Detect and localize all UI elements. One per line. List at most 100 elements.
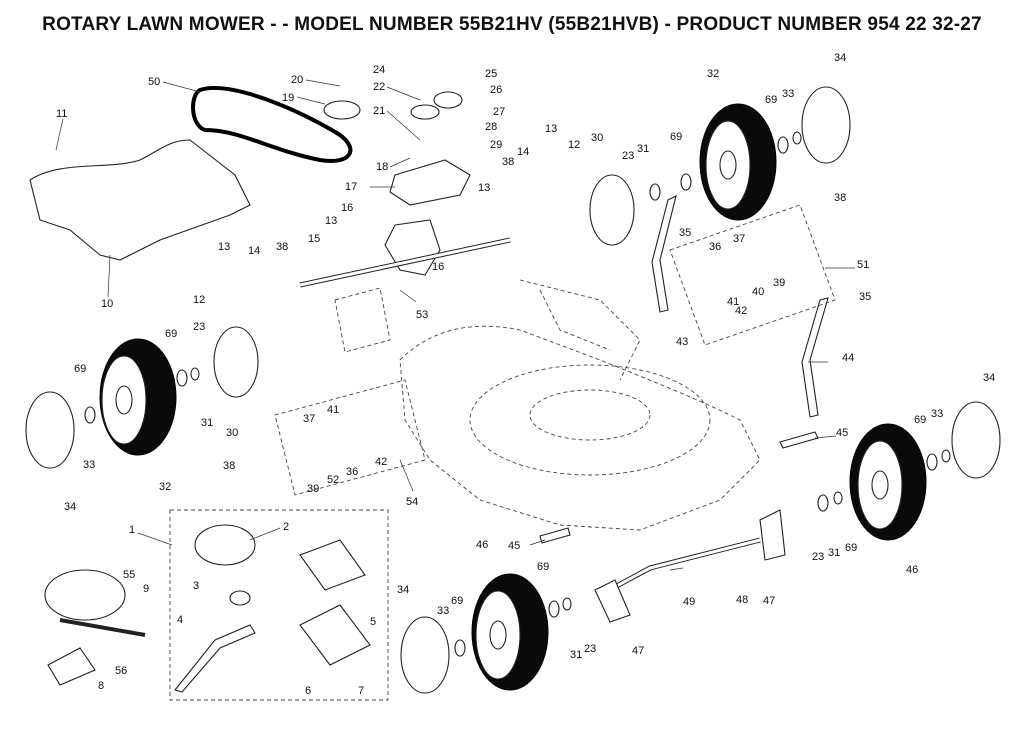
callout-56: 56 bbox=[115, 665, 127, 677]
callout-43: 43 bbox=[676, 336, 688, 348]
hubcap-34-bottom bbox=[400, 616, 450, 694]
callout-33-d: 33 bbox=[437, 605, 449, 617]
callout-30-b: 30 bbox=[226, 427, 238, 439]
callout-42-b: 42 bbox=[375, 456, 387, 468]
callout-36-a: 36 bbox=[709, 241, 721, 253]
transmission-bracket bbox=[389, 159, 471, 206]
callout-32-a: 32 bbox=[707, 68, 719, 80]
callout-38-b: 38 bbox=[276, 241, 288, 253]
callout-14-a: 14 bbox=[517, 146, 529, 158]
callout-5: 5 bbox=[370, 616, 376, 628]
callout-52: 52 bbox=[327, 474, 339, 486]
callout-36-b: 36 bbox=[346, 466, 358, 478]
callout-16-a: 16 bbox=[341, 202, 353, 214]
callout-31-a: 31 bbox=[637, 143, 649, 155]
group-53-box bbox=[334, 287, 391, 353]
wheel-32-left bbox=[99, 338, 177, 456]
callout-69-f: 69 bbox=[845, 542, 857, 554]
callout-18: 18 bbox=[376, 161, 388, 173]
bracket-47a bbox=[759, 509, 786, 561]
callout-13-d: 13 bbox=[218, 241, 230, 253]
callout-25: 25 bbox=[485, 68, 497, 80]
callout-14-b: 14 bbox=[248, 245, 260, 257]
group-54-box bbox=[274, 379, 426, 496]
callout-34-b: 34 bbox=[64, 501, 76, 513]
callout-42-a: 42 bbox=[735, 305, 747, 317]
callout-33-c: 33 bbox=[931, 408, 943, 420]
callout-69-d: 69 bbox=[74, 363, 86, 375]
bracket-47b bbox=[594, 579, 631, 623]
callout-41-a: 41 bbox=[727, 296, 739, 308]
callout-26: 26 bbox=[490, 84, 502, 96]
callout-37-a: 37 bbox=[733, 233, 745, 245]
callout-27: 27 bbox=[493, 106, 505, 118]
callout-54: 54 bbox=[406, 496, 418, 508]
callout-13-b: 13 bbox=[478, 182, 490, 194]
callout-16-b: 16 bbox=[432, 261, 444, 273]
gearbox bbox=[384, 219, 441, 276]
callout-7: 7 bbox=[358, 685, 364, 697]
shaft-9 bbox=[59, 618, 146, 637]
callout-34-d: 34 bbox=[397, 584, 409, 596]
handle-cover-2 bbox=[194, 524, 256, 566]
pulley-19 bbox=[323, 100, 361, 120]
callout-23-b: 23 bbox=[193, 321, 205, 333]
group-1-box bbox=[169, 509, 389, 701]
callout-46-b: 46 bbox=[476, 539, 488, 551]
grip-55 bbox=[44, 569, 126, 621]
callout-10: 10 bbox=[101, 298, 113, 310]
callout-45-a: 45 bbox=[836, 427, 848, 439]
callout-47-b: 47 bbox=[763, 595, 775, 607]
callout-38-d: 38 bbox=[223, 460, 235, 472]
callout-19: 19 bbox=[282, 92, 294, 104]
callout-55: 55 bbox=[123, 569, 135, 581]
knob-3 bbox=[229, 590, 251, 606]
callout-40: 40 bbox=[752, 286, 764, 298]
callout-34-a: 34 bbox=[834, 52, 846, 64]
wheel-46-bottom bbox=[471, 573, 549, 691]
hubcap-34-left bbox=[25, 391, 75, 469]
pulley-27 bbox=[433, 91, 463, 109]
callout-69-c: 69 bbox=[165, 328, 177, 340]
callout-8: 8 bbox=[98, 680, 104, 692]
callout-51: 51 bbox=[857, 259, 869, 271]
rear-cover bbox=[29, 139, 251, 261]
hubcap-34-right bbox=[951, 401, 1001, 479]
callout-38-c: 38 bbox=[834, 192, 846, 204]
callout-24: 24 bbox=[373, 64, 385, 76]
callout-47-a: 47 bbox=[632, 645, 644, 657]
washers bbox=[84, 131, 951, 657]
callout-31-b: 31 bbox=[201, 417, 213, 429]
callout-1: 1 bbox=[129, 524, 135, 536]
height-lever-43 bbox=[651, 194, 677, 313]
callout-29: 29 bbox=[490, 139, 502, 151]
callout-31-d: 31 bbox=[570, 649, 582, 661]
pulley-22 bbox=[410, 104, 440, 120]
wheel-32-top bbox=[699, 103, 777, 221]
callout-35-b: 35 bbox=[859, 291, 871, 303]
plate-5b bbox=[299, 604, 371, 666]
bolt-45a bbox=[779, 431, 819, 449]
callout-6: 6 bbox=[305, 685, 311, 697]
page-title: ROTARY LAWN MOWER - - MODEL NUMBER 55B21… bbox=[42, 14, 982, 35]
callout-33-a: 33 bbox=[782, 88, 794, 100]
drive-belt bbox=[191, 86, 353, 163]
callout-30-a: 30 bbox=[591, 132, 603, 144]
mower-deck bbox=[399, 279, 761, 531]
callout-49: 49 bbox=[683, 596, 695, 608]
callout-45-b: 45 bbox=[508, 540, 520, 552]
callout-12-a: 12 bbox=[568, 139, 580, 151]
rear-axle-49 bbox=[598, 537, 761, 598]
callout-labels: 50 20 19 24 25 22 26 27 21 28 29 18 17 1… bbox=[56, 52, 995, 697]
callout-21: 21 bbox=[373, 105, 385, 117]
lever-4 bbox=[174, 624, 256, 693]
callout-2: 2 bbox=[283, 521, 289, 533]
callout-23-c: 23 bbox=[812, 551, 824, 563]
callout-34-c: 34 bbox=[983, 372, 995, 384]
callout-48: 48 bbox=[736, 594, 748, 606]
callout-23-d: 23 bbox=[584, 643, 596, 655]
callout-69-e: 69 bbox=[914, 414, 926, 426]
callout-13-a: 13 bbox=[545, 123, 557, 135]
gear-cover-30-top bbox=[589, 174, 635, 246]
